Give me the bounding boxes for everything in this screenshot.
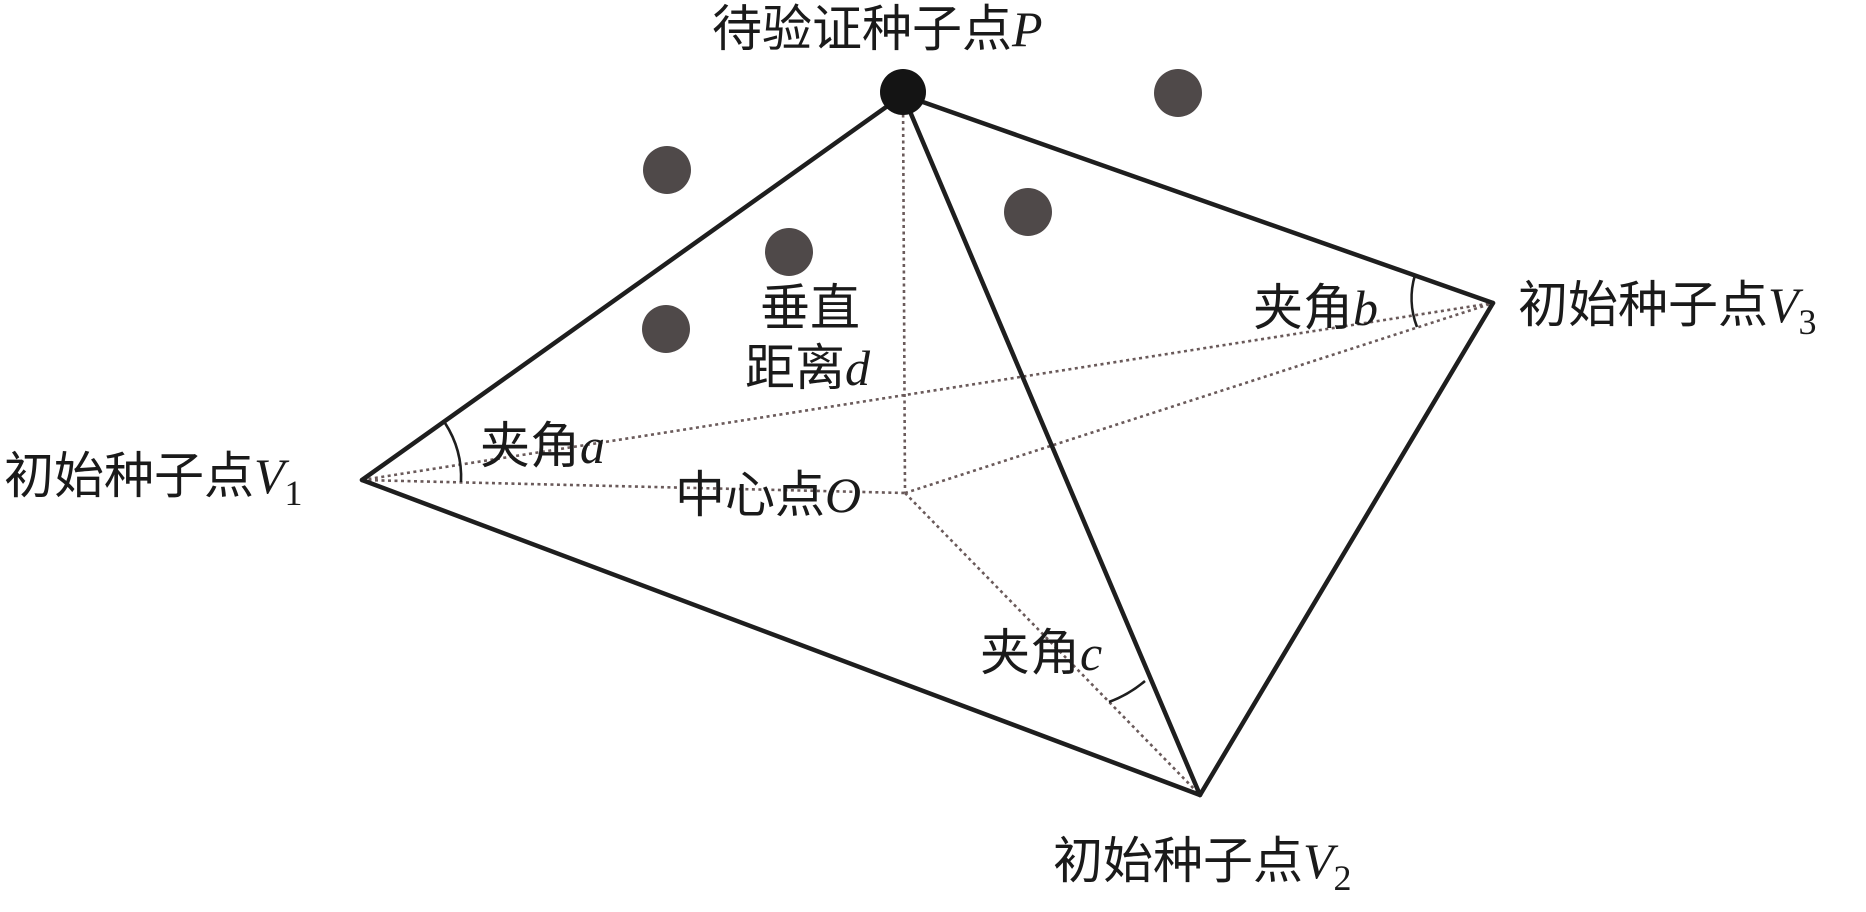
label-angle-b: 夹角b: [1253, 279, 1378, 337]
line-o-v2: [904, 492, 1201, 796]
candidate-point: [1004, 188, 1052, 236]
edge-v2-v3: [1197, 300, 1496, 798]
label-seed-v3: 初始种子点V3: [1518, 276, 1817, 342]
label-angle-a: 夹角a: [480, 417, 605, 475]
label-center-point: 中心点O: [675, 466, 861, 524]
labels: 待验证种子点P 初始种子点V3 初始种子点V1 初始种子点V2 中心点O 垂直 …: [4, 0, 1817, 898]
candidate-point: [765, 228, 813, 276]
angle-arc-a: [443, 422, 463, 483]
label-seed-v2: 初始种子点V2: [1053, 832, 1352, 898]
dotted-lines: [361, 94, 1494, 796]
angle-arc-b: [1410, 274, 1419, 328]
edge-v1-v2: [359, 477, 1203, 798]
vertical-line-p-o: [901, 94, 907, 494]
test-seed-point-p: [880, 69, 926, 115]
angle-arcs: [443, 274, 1419, 704]
label-vertical-distance-line1: 垂直: [760, 279, 860, 337]
line-o-v3: [904, 301, 1494, 495]
edge-p-v1: [359, 92, 906, 483]
candidate-point: [1154, 69, 1202, 117]
candidate-point: [642, 305, 690, 353]
label-test-seed-point: 待验证种子点P: [712, 0, 1043, 58]
solid-edges: [359, 92, 1496, 798]
edge-p-v2: [900, 92, 1203, 798]
label-seed-v1: 初始种子点V1: [4, 447, 303, 513]
line-v1-v3: [361, 301, 1494, 482]
label-vertical-distance-line2: 距离d: [745, 339, 871, 397]
points: [642, 69, 1202, 353]
edge-p-v3: [900, 92, 1496, 306]
angle-arc-c: [1108, 680, 1146, 704]
label-angle-c: 夹角c: [980, 624, 1102, 682]
candidate-point: [643, 146, 691, 194]
